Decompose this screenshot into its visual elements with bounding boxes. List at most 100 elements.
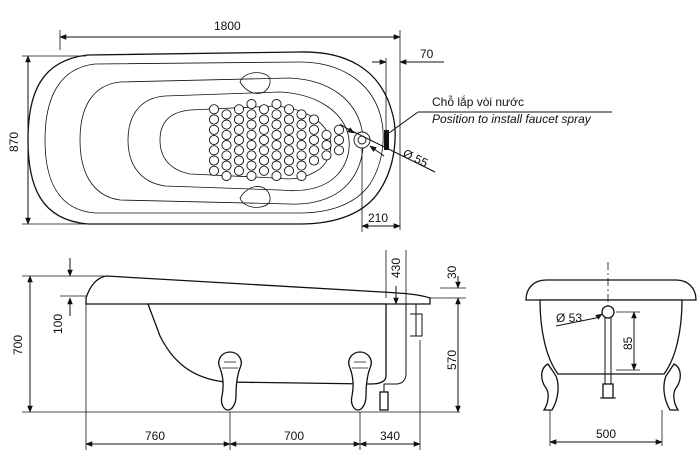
leg-left bbox=[218, 351, 242, 411]
top-view bbox=[27, 51, 396, 225]
anti-slip-dot bbox=[221, 109, 232, 120]
leg-right-detail bbox=[352, 361, 368, 369]
anti-slip-dot bbox=[296, 140, 307, 151]
anti-slip-dot bbox=[283, 165, 295, 176]
dim-leg-offset-right: 340 bbox=[380, 429, 400, 443]
anti-slip-dot bbox=[271, 109, 282, 120]
anti-slip-dot bbox=[258, 165, 270, 176]
anti-slip-dot bbox=[296, 170, 307, 181]
anti-slip-dot bbox=[296, 119, 307, 130]
anti-slip-dot bbox=[246, 99, 257, 110]
dim-top-length: 1800 bbox=[214, 19, 241, 33]
drain-pipe-side bbox=[383, 304, 423, 396]
anti-slip-dot bbox=[208, 104, 220, 115]
anti-slip-dot bbox=[221, 160, 232, 171]
anti-slip-dot bbox=[333, 145, 345, 156]
anti-slip-dot bbox=[333, 134, 345, 146]
dim-top-rim: 430 bbox=[389, 258, 403, 278]
tub-rim-line bbox=[44, 61, 384, 214]
end-view bbox=[525, 279, 697, 411]
anti-slip-dot bbox=[271, 129, 282, 140]
anti-slip-dot bbox=[283, 104, 295, 115]
anti-slip-dot bbox=[208, 114, 220, 125]
end-drain-ring bbox=[601, 305, 615, 319]
anti-slip-dot bbox=[221, 129, 232, 140]
anti-slip-dot bbox=[308, 155, 320, 166]
leg-right bbox=[348, 351, 372, 411]
anti-slip-dot bbox=[258, 145, 270, 156]
anti-slip-dot bbox=[208, 124, 220, 135]
end-drain-trap bbox=[602, 383, 614, 399]
anti-slip-dot bbox=[221, 150, 232, 161]
anti-slip-dot bbox=[208, 155, 220, 166]
side-view bbox=[85, 275, 431, 411]
anti-slip-dot bbox=[321, 129, 332, 140]
tub-inner-outline bbox=[79, 77, 364, 205]
leg-left-detail bbox=[222, 361, 238, 369]
anti-slip-dot bbox=[246, 150, 257, 161]
anti-slip-dot bbox=[258, 155, 270, 166]
anti-slip-dot bbox=[308, 134, 320, 146]
anti-slip-dot bbox=[233, 104, 245, 115]
anti-slip-dot bbox=[271, 170, 282, 181]
anti-slip-dot bbox=[283, 145, 295, 156]
side-body bbox=[147, 303, 387, 385]
anti-slip-dot bbox=[233, 155, 245, 166]
anti-slip-dot bbox=[246, 160, 257, 171]
side-view-dimensions: 700 100 430 30 570 760 700 340 bbox=[11, 250, 466, 450]
dim-drain-height: 570 bbox=[445, 350, 459, 370]
dim-drain-offset: 210 bbox=[368, 211, 388, 225]
anti-slip-dot bbox=[221, 119, 232, 130]
anti-slip-dot bbox=[296, 129, 307, 140]
anti-slip-dot bbox=[308, 145, 320, 156]
anti-slip-dot bbox=[258, 134, 270, 146]
anti-slip-dot bbox=[246, 129, 257, 140]
anti-slip-dot bbox=[271, 150, 282, 161]
note-faucet-vietnamese: Chỗ lắp vòi nước bbox=[432, 94, 524, 109]
anti-slip-dot-pattern bbox=[208, 99, 345, 181]
anti-slip-dot bbox=[221, 170, 232, 181]
anti-slip-dot bbox=[258, 114, 270, 125]
anti-slip-dot bbox=[246, 119, 257, 130]
anti-slip-dot bbox=[258, 104, 270, 115]
anti-slip-dot bbox=[233, 134, 245, 146]
anti-slip-dot bbox=[321, 150, 332, 161]
anti-slip-dot bbox=[308, 114, 320, 125]
armrest-top bbox=[239, 72, 271, 94]
anti-slip-dot bbox=[271, 119, 282, 130]
anti-slip-dot bbox=[296, 150, 307, 161]
anti-slip-dot bbox=[283, 124, 295, 135]
anti-slip-dot bbox=[246, 140, 257, 151]
dim-leg-offset-left: 760 bbox=[145, 429, 165, 443]
dim-side-height: 700 bbox=[11, 335, 25, 355]
dim-rim-height: 100 bbox=[51, 314, 65, 334]
dim-drain-diameter: Ø 55 bbox=[401, 146, 431, 170]
anti-slip-dot bbox=[296, 160, 307, 171]
dim-right-rim: 30 bbox=[445, 265, 459, 279]
anti-slip-dot bbox=[283, 155, 295, 166]
anti-slip-dot bbox=[321, 140, 332, 151]
anti-slip-dot bbox=[208, 134, 220, 146]
drain-trap-side bbox=[379, 391, 389, 411]
end-rim bbox=[525, 279, 697, 301]
dim-faucet-offset: 70 bbox=[420, 47, 434, 61]
dim-end-pipe-diameter: Ø 53 bbox=[556, 311, 582, 325]
dim-end-width: 500 bbox=[596, 427, 616, 441]
end-leg-right bbox=[663, 363, 681, 411]
armrest-bottom bbox=[239, 186, 271, 208]
anti-slip-dot bbox=[233, 145, 245, 156]
note-faucet-english: Position to install faucet spray bbox=[432, 112, 592, 126]
dim-end-pipe-height: 85 bbox=[621, 336, 635, 350]
anti-slip-dot bbox=[246, 170, 257, 181]
anti-slip-dot bbox=[283, 134, 295, 146]
anti-slip-dot bbox=[208, 145, 220, 156]
anti-slip-dot bbox=[233, 165, 245, 176]
anti-slip-dot bbox=[233, 124, 245, 135]
end-view-dimensions: Ø 53 85 500 bbox=[549, 262, 663, 446]
tub-basin-outline bbox=[127, 91, 350, 192]
end-leg-left bbox=[541, 363, 559, 411]
side-rim bbox=[85, 275, 431, 305]
anti-slip-dot bbox=[258, 124, 270, 135]
